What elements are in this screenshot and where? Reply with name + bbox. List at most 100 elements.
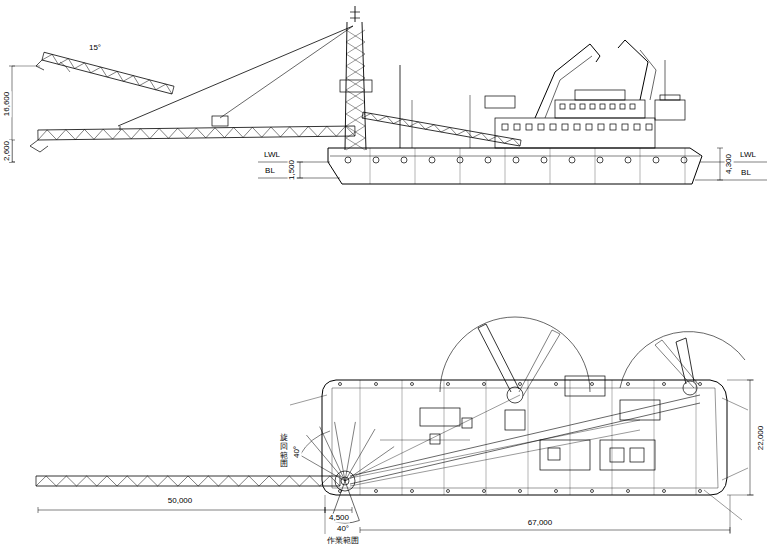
drawing-label: LWL	[263, 151, 281, 160]
fender	[513, 157, 519, 163]
tower-lattice	[346, 102, 365, 114]
excavator-range	[440, 317, 590, 392]
window	[622, 124, 628, 130]
discharge-conveyor	[36, 486, 340, 487]
bollard	[627, 490, 630, 493]
window	[538, 124, 544, 130]
excavator-range	[620, 332, 745, 388]
frame-line	[570, 380, 571, 495]
excavator-arm	[655, 340, 698, 388]
fender	[345, 157, 351, 163]
window	[600, 104, 605, 109]
drawing-label: 40°	[336, 525, 350, 534]
frame-line	[595, 148, 596, 184]
excavator-arm	[640, 50, 656, 100]
deck-house	[495, 118, 655, 148]
slew-ray	[320, 427, 345, 481]
raised-conveyor	[42, 54, 172, 94]
stay-frame	[212, 116, 228, 126]
dimension-label: 16,600	[3, 91, 12, 117]
bollard	[699, 490, 702, 493]
fender	[429, 157, 435, 163]
dimension-line	[352, 507, 353, 513]
line-work	[9, 6, 767, 534]
window	[560, 104, 565, 109]
discharge-conveyor	[354, 126, 355, 136]
boom-stay	[120, 126, 121, 130]
bollard	[555, 490, 558, 493]
tower-lattice	[346, 42, 365, 54]
tower-cabin	[340, 80, 372, 92]
bollard	[663, 383, 666, 386]
bollard	[483, 383, 486, 386]
frame-line	[685, 148, 686, 184]
dimension-line	[300, 162, 301, 178]
tower-lattice	[346, 102, 365, 114]
drawing-label: 4,500	[328, 514, 350, 523]
conveyor-hopper	[36, 60, 44, 70]
window	[586, 124, 592, 130]
feed-conveyor	[345, 395, 520, 481]
mooring-line	[722, 398, 748, 410]
baseline	[695, 180, 767, 181]
tower-lattice	[346, 126, 365, 138]
frame-line	[550, 148, 551, 184]
window	[610, 104, 615, 109]
window	[574, 124, 580, 130]
feed-conveyor	[350, 420, 640, 478]
dimension-label: 40°	[293, 445, 302, 459]
frame-line	[654, 380, 655, 495]
conveyor-hopper	[30, 140, 48, 152]
engine-unit	[548, 448, 560, 460]
deck-line	[332, 388, 718, 488]
dimension-line	[360, 530, 730, 531]
deck-rail	[485, 96, 515, 108]
window	[630, 104, 635, 109]
feed-conveyor	[362, 113, 520, 146]
mast	[412, 100, 413, 148]
mast	[470, 95, 471, 148]
bridge-deck	[555, 100, 645, 118]
frame-line	[505, 148, 506, 184]
bollard	[519, 490, 522, 493]
bollard	[375, 490, 378, 493]
window	[514, 124, 520, 130]
slew-arc	[300, 431, 330, 455]
frame-line	[612, 380, 613, 495]
excavator-arm	[478, 324, 519, 392]
winch-house	[655, 100, 685, 120]
bollard	[447, 383, 450, 386]
slew-ray	[335, 422, 345, 481]
drawing-label: BL	[264, 167, 276, 176]
fender	[401, 157, 407, 163]
bollard	[555, 383, 558, 386]
window	[526, 124, 532, 130]
deck-rail	[660, 95, 680, 100]
tower-mast	[350, 18, 360, 19]
deck-box	[430, 434, 440, 444]
engine-room	[600, 440, 655, 470]
discharge-conveyor	[36, 476, 340, 486]
bollard	[411, 490, 414, 493]
window	[562, 124, 568, 130]
tower-lattice	[346, 54, 365, 66]
excavator-arm	[618, 40, 648, 100]
slew-ray	[345, 447, 394, 481]
frame-line	[415, 148, 416, 184]
window	[570, 104, 575, 109]
deck-box	[565, 376, 605, 396]
excavator-arm	[519, 330, 560, 396]
raised-conveyor	[42, 52, 44, 60]
drawing-label: 67,000	[527, 519, 553, 528]
feed-conveyor	[362, 112, 363, 118]
deck-box	[420, 408, 460, 426]
window	[646, 124, 652, 130]
frame-line	[370, 148, 371, 184]
window	[634, 124, 640, 130]
deck-line	[380, 440, 470, 441]
slew-ray	[345, 429, 375, 481]
boom-stay	[220, 26, 353, 118]
bollard	[375, 383, 378, 386]
bollard	[663, 490, 666, 493]
